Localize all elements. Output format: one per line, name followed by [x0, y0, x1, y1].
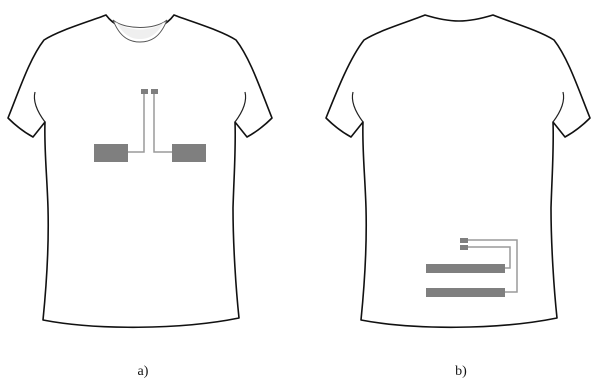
- back-tshirt-panel: [325, 14, 591, 329]
- front-trace-right: [153, 94, 172, 153]
- front-electrode-left: [94, 144, 128, 162]
- front-right-sleeve-fold: [234, 91, 247, 123]
- back-tshirt-outline: [325, 14, 591, 329]
- front-electrode-right: [172, 144, 206, 162]
- back-right-sleeve-fold: [552, 91, 565, 123]
- front-trace-left: [128, 94, 145, 153]
- panel-a-caption: a): [137, 364, 149, 379]
- back-sensor-circuit: [426, 238, 518, 297]
- panel-b-caption: b): [455, 364, 467, 379]
- front-collar-shade: [116, 22, 164, 39]
- back-left-sleeve-fold: [351, 91, 364, 123]
- front-tshirt-panel: [7, 14, 273, 329]
- front-sensor-circuit: [94, 89, 206, 162]
- back-connector-pad-top: [460, 238, 468, 243]
- front-tshirt-outline: [7, 14, 273, 329]
- back-connector-pad-bottom: [460, 245, 468, 250]
- front-connector-pad-right: [151, 89, 158, 94]
- front-connector-pad-left: [141, 89, 148, 94]
- back-trace-inner: [468, 246, 511, 269]
- back-electrode-upper: [426, 264, 505, 273]
- back-trace-outer: [468, 239, 518, 293]
- back-electrode-lower: [426, 288, 505, 297]
- front-left-sleeve-fold: [33, 91, 46, 123]
